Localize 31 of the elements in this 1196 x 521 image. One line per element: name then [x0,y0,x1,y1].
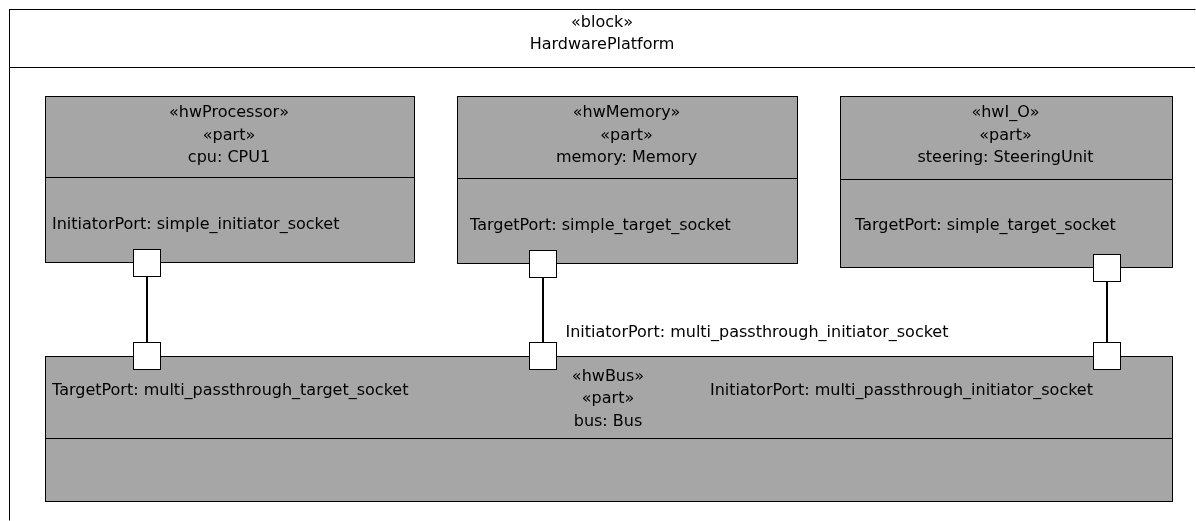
connector-line [1106,281,1108,343]
part-name: cpu: CPU1 [186,147,272,167]
port-square [132,341,161,370]
stereotype-label: «part» [201,125,257,145]
stereotype-label: «part» [599,125,654,145]
port-label: InitiatorPort: simple_initiator_socket [52,214,340,234]
block-frame [9,9,1196,521]
stereotype-label: «hwMemory» [571,102,682,122]
part-box [44,355,1173,502]
stereotype-label: «block» [570,11,634,32]
stereotype-label: «part» [978,125,1033,145]
stereotype-label: «hwProcessor» [168,102,290,122]
part-name: bus: Bus [572,411,644,431]
port-label: InitiatorPort: multi_passthrough_initiator_socket [710,380,1093,400]
stereotype-label: «hwI_O» [970,102,1041,122]
port-label: TargetPort: simple_target_socket [855,215,1116,235]
connector-line [146,276,148,343]
block-name: HardwarePlatform [528,33,676,54]
part-name: memory: Memory [554,147,699,167]
port-square [1092,341,1121,370]
part-name: steering: SteeringUnit [916,147,1095,167]
port-square [528,341,557,370]
stereotype-label: «hwBus» [570,366,646,386]
port-label: TargetPort: multi_passthrough_target_socket [52,380,409,400]
part-box [839,95,1173,268]
part-box [456,95,798,264]
stereotype-label: «part» [580,388,636,408]
connector-line [542,277,544,343]
port-label: InitiatorPort: multi_passthrough_initiator_socket [565,321,949,342]
part-box [44,95,415,263]
port-label: TargetPort: simple_target_socket [470,215,731,235]
